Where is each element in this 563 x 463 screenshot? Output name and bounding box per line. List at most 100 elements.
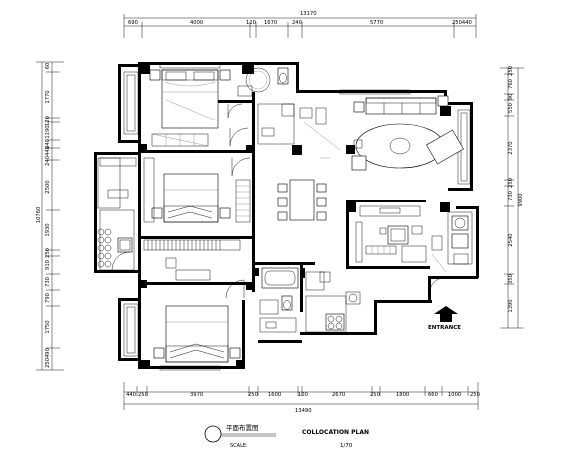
- stove: [325, 313, 345, 331]
- dining-area: [277, 107, 341, 221]
- left-dim-10: 910: [45, 260, 51, 270]
- top-dim-6: 5770: [370, 20, 383, 26]
- bath-sink: [259, 299, 279, 315]
- top-dim-3: 120: [246, 20, 256, 26]
- structural-columns: [138, 62, 451, 369]
- entrance-arrow-icon: [434, 306, 458, 322]
- nightstand-3a: [153, 347, 165, 359]
- title-english: COLLOCATION PLAN: [302, 429, 369, 436]
- door-swing-1: [229, 127, 249, 147]
- right-dimension-chain: 250 760 90 550 2370 250 730 2540 350 139…: [500, 66, 524, 329]
- bathtub: [261, 267, 299, 289]
- left-room: [97, 157, 137, 271]
- armchair-left: [117, 237, 133, 253]
- left-dim-2: 1770: [45, 90, 51, 103]
- bed-2: [163, 173, 219, 223]
- title-chinese: 平面布置图: [226, 423, 259, 432]
- dining-chair: [277, 197, 288, 207]
- bottom-dim-1: 440: [126, 392, 136, 398]
- entrance-label: ENTRANCE: [428, 325, 461, 331]
- left-dimension-chain: 60 1770 120 1190 240 240440 2500 1930 25…: [36, 61, 64, 371]
- living-room: [351, 95, 464, 171]
- utility-room: [447, 211, 473, 265]
- bottom-dim-9: 1800: [396, 392, 409, 398]
- bottom-dim-2: 250: [138, 392, 148, 398]
- toilet-2: [281, 295, 293, 311]
- washer: [451, 215, 469, 231]
- bottom-dim-7: 2670: [332, 392, 345, 398]
- bottom-dimension-chain: 440 250 3970 250 1600 100 2670 250 1800 …: [123, 382, 480, 414]
- right-dim-8: 2540: [508, 233, 514, 246]
- nightstand-2a: [151, 207, 163, 219]
- hall-wardrobe-strip: [143, 239, 241, 281]
- second-bath: [259, 267, 299, 333]
- left-dim-7: 2500: [45, 180, 51, 193]
- side-table: [353, 101, 365, 113]
- coffee-table: [389, 137, 411, 155]
- entry-area: [355, 205, 447, 293]
- scale-label: SCALE:: [230, 443, 248, 449]
- title-block: 平面布置图 SCALE: COLLOCATION PLAN 1/70: [204, 423, 369, 449]
- side-table: [437, 95, 449, 107]
- shelving-unit: [97, 228, 112, 268]
- left-dim-11: 730: [45, 277, 51, 287]
- bottom-dim-6: 100: [298, 392, 308, 398]
- utility-sink: [451, 233, 469, 249]
- toilet-1: [277, 67, 289, 85]
- bottom-dim-12: 250: [470, 392, 480, 398]
- left-dim-1: 60: [45, 63, 51, 70]
- nightstand-1b: [219, 69, 231, 81]
- bed-3: [165, 305, 229, 363]
- right-dim-7: 730: [508, 191, 514, 201]
- left-dim-3: 120: [45, 116, 51, 126]
- right-dim-5: 2370: [508, 141, 514, 154]
- dining-chair: [277, 211, 288, 221]
- bottom-dim-5: 1600: [268, 392, 281, 398]
- top-dimension-chain: 13170 690 4000 120 1670 240 5770 250440: [123, 11, 477, 38]
- top-total-dim: 13170: [300, 11, 317, 17]
- bottom-total-dim: 13490: [295, 408, 312, 414]
- top-dim-4: 1670: [264, 20, 277, 26]
- left-dim-5: 240: [45, 139, 51, 149]
- balcony-left: [97, 157, 121, 209]
- bottom-dim-10: 660: [428, 392, 438, 398]
- nightstand-1a: [149, 69, 161, 81]
- bottom-dim-11: 1000: [448, 392, 461, 398]
- bottom-dim-8: 250: [370, 392, 380, 398]
- top-dim-1: 690: [128, 20, 138, 26]
- left-dim-9: 250: [45, 248, 51, 258]
- top-dim-7: 250440: [452, 20, 472, 26]
- interior-walls: [138, 62, 430, 368]
- left-dim-12: 790: [45, 293, 51, 303]
- stair-shelf: [235, 179, 251, 223]
- dining-chair: [316, 183, 327, 193]
- bedroom-3: [153, 279, 245, 363]
- sofa: [365, 97, 437, 115]
- bedroom-2: [143, 157, 251, 223]
- entrance-marker: ENTRANCE: [428, 306, 461, 331]
- dining-chair: [316, 197, 327, 207]
- dining-chair: [316, 211, 327, 221]
- left-dim-8: 1930: [45, 223, 51, 236]
- lounge-chair: [426, 129, 464, 165]
- left-dim-4: 1190: [45, 125, 51, 138]
- armchair: [351, 155, 367, 171]
- bottom-dim-3: 3970: [190, 392, 203, 398]
- bed-1: [161, 69, 219, 129]
- nightstand-2b: [219, 207, 231, 219]
- top-dim-2: 4000: [190, 20, 203, 26]
- right-dim-9: 350: [508, 274, 514, 284]
- left-dim-13: 1750: [45, 320, 51, 333]
- exterior-walls: [94, 62, 479, 369]
- wardrobe-2: [143, 157, 155, 223]
- title-circle-icon: [204, 425, 222, 443]
- bottom-dim-4: 250: [248, 392, 258, 398]
- right-dim-6: 250: [508, 178, 514, 188]
- windows-balconies: [123, 63, 471, 371]
- master-bath: [227, 67, 295, 145]
- dining-table: [289, 179, 315, 221]
- right-dim-2: 760: [508, 79, 514, 89]
- nightstand-3b: [229, 347, 241, 359]
